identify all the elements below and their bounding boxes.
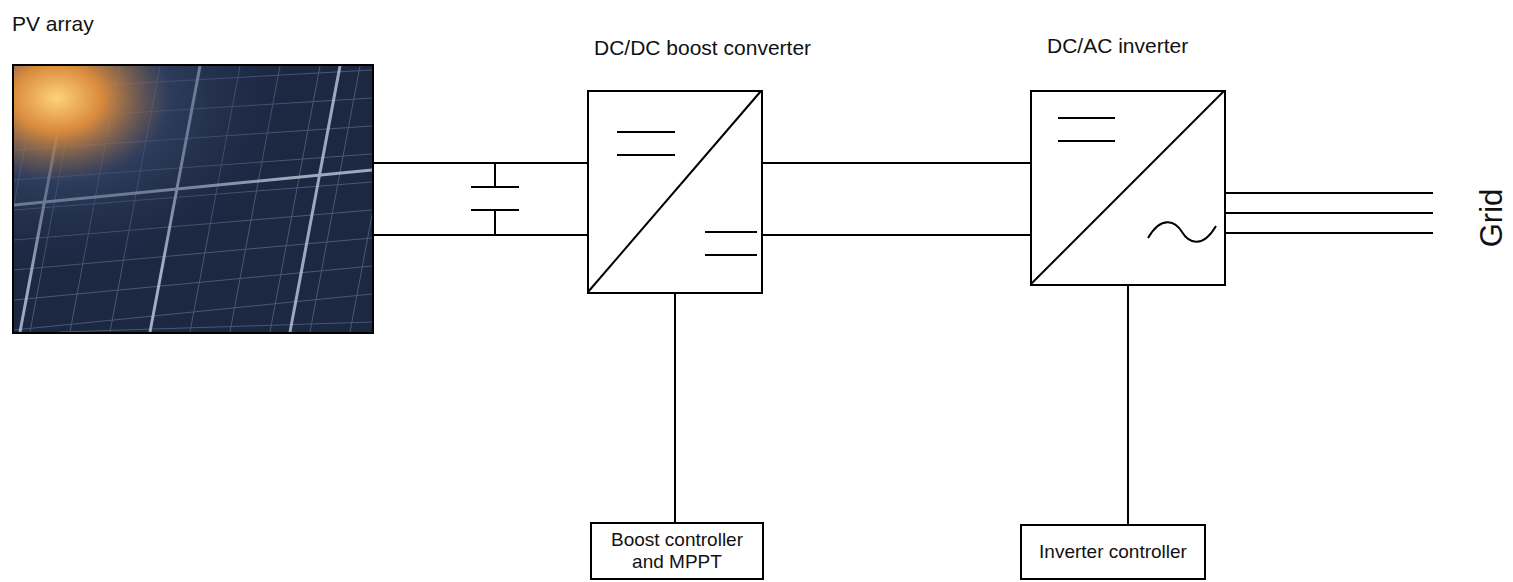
block-heading: DC/AC inverter — [1047, 34, 1188, 58]
pv-panel-frames — [14, 66, 372, 332]
inverter-box: DC/AC inverter — [1030, 90, 1226, 286]
wire-connector — [374, 163, 587, 235]
pv-photo — [14, 66, 372, 332]
box-label: Boost controller and MPPT — [600, 529, 754, 573]
grid-wires — [1225, 193, 1433, 233]
capacitor-symbol — [471, 163, 519, 235]
controller-box: Inverter controller — [1020, 524, 1206, 580]
converter-box: DC/DC boost converter — [587, 90, 763, 294]
block-heading: PV array — [12, 12, 94, 36]
grid-label: Grid — [1475, 189, 1509, 248]
wire-connector — [674, 294, 676, 522]
dcdc-symbol — [588, 91, 761, 292]
box-label: Inverter controller — [1039, 541, 1187, 563]
block-heading: DC/DC boost converter — [594, 36, 811, 60]
pv-glare — [14, 66, 372, 332]
wire-connector — [1127, 286, 1129, 524]
pv-cell-grid — [14, 66, 372, 332]
controller-box: Boost controller and MPPT — [590, 522, 764, 580]
pv-array-box: PV array — [12, 64, 374, 334]
wire-connector — [763, 163, 1030, 235]
dcac-symbol — [1031, 91, 1224, 284]
pv-background — [14, 66, 372, 332]
